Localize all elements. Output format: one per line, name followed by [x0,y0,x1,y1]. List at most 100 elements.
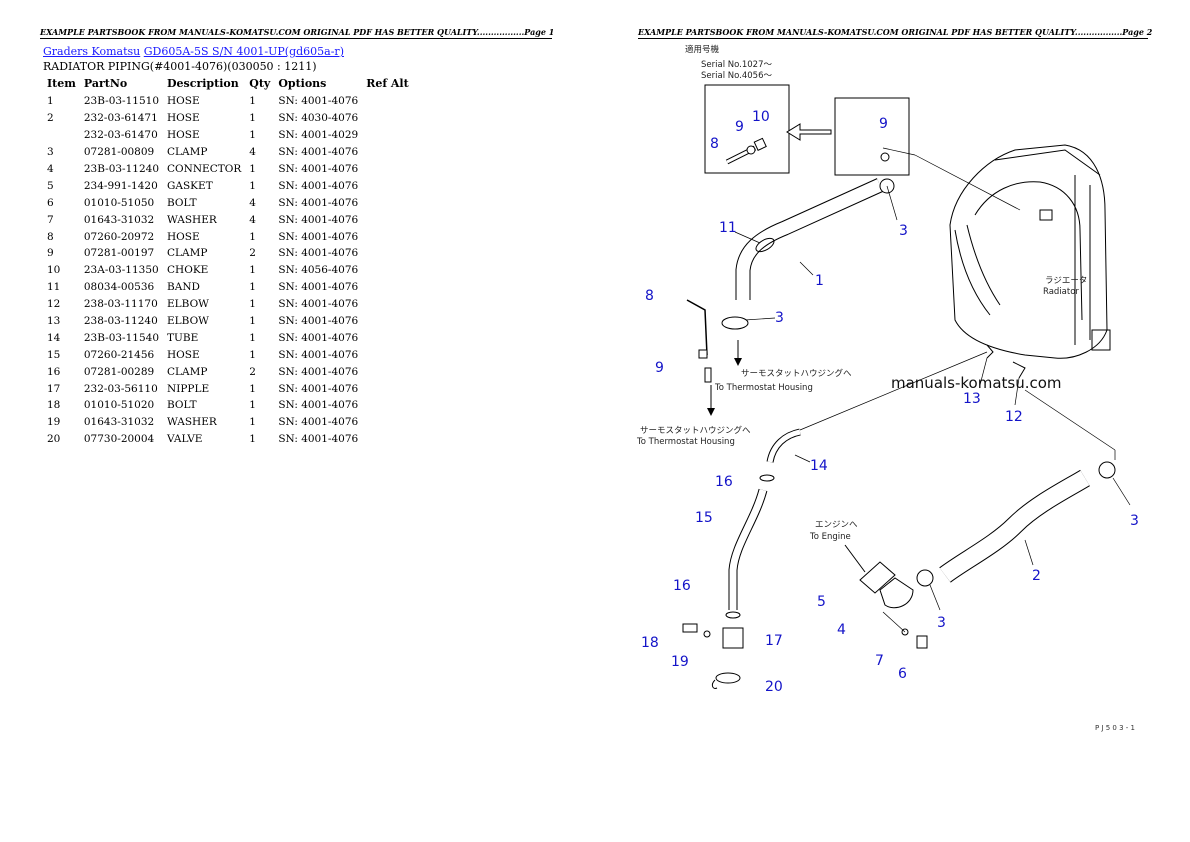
clamp-16-icon [759,474,775,482]
cell-description: HOSE [167,95,200,108]
serial-note-jp: 適用号機 [685,44,720,55]
cell-description: BAND [167,281,200,294]
cell-description: CONNECTOR [167,163,242,175]
cell-partno: 01643-31032 [83,416,155,429]
cell-options: SN: 4001-4076 [278,365,359,378]
cell-ref-alt [362,245,413,262]
cell-ref-alt [362,313,413,330]
table-row: 4 23B-03-11240 CONNECTOR 1 SN: 4001-4076 [43,161,413,178]
cell-options: SN: 4001-4076 [278,298,359,311]
cell-partno: 232-03-56110 [83,382,158,395]
cell-qty: 1 [249,163,256,175]
detail-inset-box [704,84,790,174]
bolt-6-icon [916,635,928,649]
cell-description: TUBE [167,331,199,344]
column-header-ref-alt: Ref Alt [366,77,409,90]
callout-1: 1 [815,273,824,289]
elbow-13-icon [986,344,994,359]
cell-options: SN: 4001-4076 [278,247,359,260]
callout-3: 3 [1130,513,1139,529]
cell-options: SN: 4001-4076 [278,399,359,412]
cell-options: SN: 4001-4076 [278,382,359,395]
cell-options: SN: 4001-4076 [278,213,359,226]
cell-description: GASKET [167,179,213,192]
table-row: 16 07281-00289 CLAMP 2 SN: 4001-4076 [43,363,413,380]
cell-description: BOLT [167,399,197,412]
valve-20-icon [715,672,741,684]
callout-3: 3 [775,310,784,326]
radiator-assembly [949,144,1111,359]
hose-8 [686,299,708,356]
cell-description: CLAMP [167,247,208,260]
table-row: 11 08034-00536 BAND 1 SN: 4001-4076 [43,279,413,296]
parts-list-page: EXAMPLE PARTSBOOK FROM MANUALS-KOMATSU.C… [40,27,555,448]
cell-ref-alt [362,329,413,346]
callout-9: 9 [735,119,744,135]
clamp-3-icon [916,569,934,587]
cell-ref-alt [362,431,413,448]
table-row: 1 23B-03-11510 HOSE 1 SN: 4001-4076 [43,93,413,110]
callout-4: 4 [837,622,846,638]
cell-options: SN: 4001-4076 [278,315,359,328]
cell-ref-alt [362,228,413,245]
cell-ref-alt [362,414,413,431]
breadcrumb-link-model[interactable]: GD605A-5S S/N 4001-UP(gd605a-r) [143,45,344,58]
cell-ref-alt [362,127,413,144]
cell-options: SN: 4001-4076 [278,146,359,159]
breadcrumb: Graders Komatsu GD605A-5S S/N 4001-UP(gd… [43,45,344,58]
cell-qty: 2 [249,365,256,378]
table-row: 5 234-991-1420 GASKET 1 SN: 4001-4076 [43,177,413,194]
cell-partno: 232-03-61471 [83,112,158,125]
cell-qty: 1 [249,331,256,344]
radiator-note-en: Radiator [1043,287,1079,297]
thermostat-note-1-en: To Thermostat Housing [714,383,813,393]
breadcrumb-link-graders[interactable]: Graders Komatsu [43,45,141,58]
cell-partno: 01010-51020 [83,399,155,412]
radiator-note-jp: ラジエータ [1045,276,1087,286]
cell-qty: 1 [249,298,256,311]
callout-11: 11 [719,220,737,236]
table-header-row: Item PartNo Description Qty Options Ref … [43,76,413,93]
column-header-partno: PartNo [83,77,128,90]
cell-partno: 238-03-11240 [83,315,158,328]
cell-description: HOSE [167,348,200,361]
cell-partno: 23B-03-11510 [83,95,160,108]
clamp-3-icon [721,316,749,330]
column-header-qty: Qty [249,77,271,90]
thermostat-note-2-en: To Thermostat Housing [636,437,735,447]
thermostat-note-2-jp: サーモスタットハウジングへ [640,425,751,436]
cell-item: 13 [47,315,61,328]
table-row: 7 01643-31032 WASHER 4 SN: 4001-4076 [43,211,413,228]
elbow-12-icon [1012,361,1026,379]
connector-4-icon [879,577,914,609]
cell-options: SN: 4001-4076 [278,416,359,429]
table-row: 9 07281-00197 CLAMP 2 SN: 4001-4076 [43,245,413,262]
callout-8: 8 [710,136,719,152]
cell-qty: 1 [249,348,256,361]
callout-9: 9 [655,360,664,376]
cell-item: 12 [47,298,61,311]
cell-partno: 07281-00197 [83,247,155,260]
cell-ref-alt [362,380,413,397]
cell-qty: 1 [249,433,256,446]
serial-note-2: Serial No.4056～ [701,71,772,81]
callout-6: 6 [898,666,907,682]
cell-ref-alt [362,262,413,279]
page-header: EXAMPLE PARTSBOOK FROM MANUALS-KOMATSU.C… [40,27,555,39]
cell-item: 15 [47,348,61,361]
cell-ref-alt [362,279,413,296]
cell-description: CLAMP [167,365,208,378]
nipple-icon [704,367,712,383]
cell-partno: 01010-51050 [83,196,155,209]
table-row: 19 01643-31032 WASHER 1 SN: 4001-4076 [43,414,413,431]
callout-10: 10 [752,109,770,125]
cell-item: 8 [47,230,54,243]
cell-ref-alt [362,161,413,178]
clamp-3-icon [1098,461,1116,479]
cell-partno: 01643-31032 [83,213,155,226]
cell-options: SN: 4030-4076 [278,112,359,125]
cell-ref-alt [362,296,413,313]
cell-options: SN: 4001-4076 [278,331,359,344]
cell-description: HOSE [167,129,200,142]
cell-options: SN: 4001-4076 [278,348,359,361]
